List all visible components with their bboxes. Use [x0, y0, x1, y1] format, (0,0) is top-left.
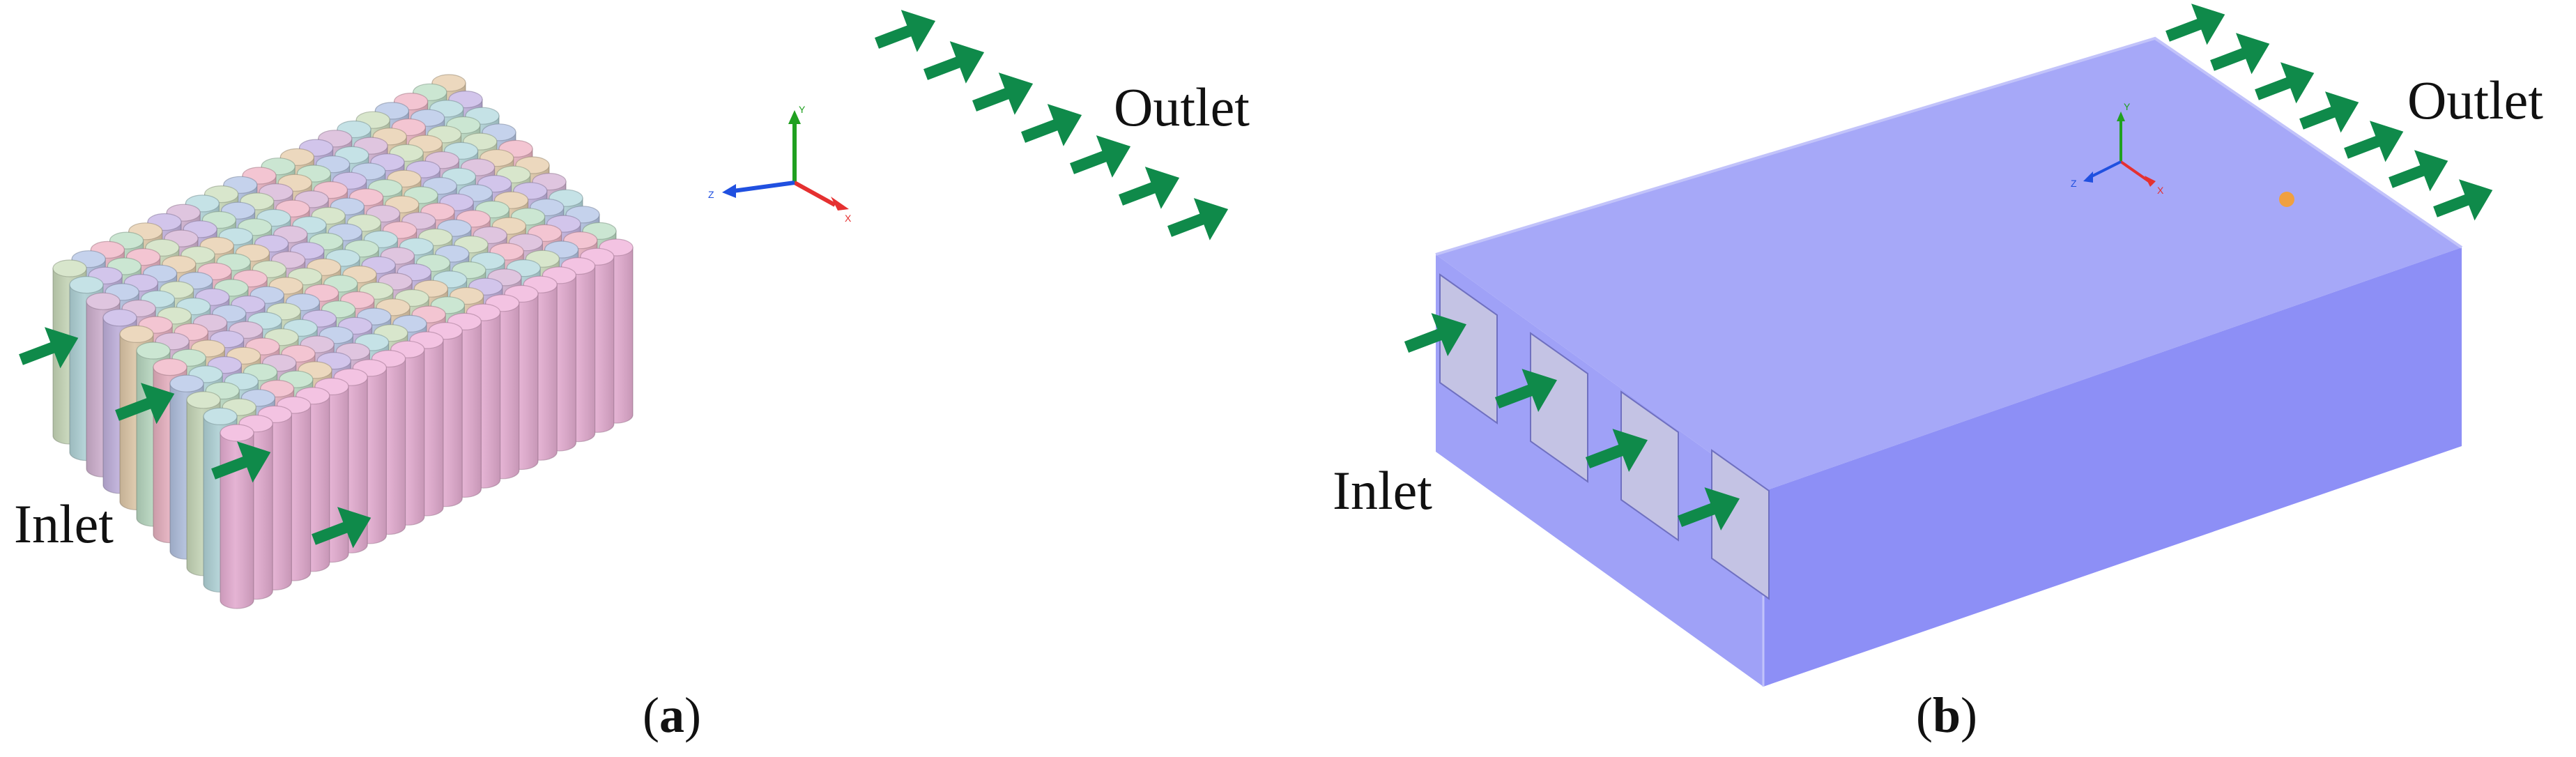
y-axis-label-b: Y: [2124, 101, 2131, 112]
battery-cell-cylinder: [220, 424, 254, 609]
outlet-flow-arrow: [1070, 135, 1131, 178]
outlet-flow-arrow: [875, 10, 936, 52]
outlet-flow-arrow: [2433, 179, 2493, 221]
z-axis-label-b: Z: [2071, 178, 2077, 189]
z-axis-line-b: [2090, 160, 2122, 178]
inlet-flow-arrow: [1677, 487, 1740, 530]
box-top-face: [1436, 38, 2462, 491]
outlet-flow-arrow: [2344, 121, 2404, 162]
panel-a-cylinder-battery-pack: Y X Z Inlet Outlet (a): [14, 10, 1250, 743]
x-axis-line-a: [793, 181, 836, 207]
inlet-label-b: Inlet: [1333, 460, 1432, 521]
inlet-flow-arrow: [1404, 313, 1466, 356]
inlet-flow-arrow: [1585, 429, 1648, 472]
x-axis-label-a: X: [845, 213, 852, 224]
flow-arrows-b: [1404, 3, 2493, 530]
inlet-flow-arrow: [115, 383, 175, 425]
inlet-flow-arrow: [312, 507, 371, 549]
z-axis-label-a: Z: [708, 189, 714, 200]
box-top-edge: [1435, 36, 2463, 256]
outlet-flow-arrow: [2210, 33, 2270, 75]
box-left-face: [1436, 254, 1763, 687]
outlet-flow-arrow: [1119, 167, 1180, 209]
outlet-label-b: Outlet: [2407, 70, 2543, 130]
coordinate-axes-b: Y X Z: [2071, 101, 2164, 196]
outlet-flow-arrow: [1167, 198, 1229, 240]
outlet-label-a: Outlet: [1114, 77, 1250, 137]
outlet-flow-arrow: [2389, 150, 2448, 192]
inlet-flow-arrow: [1494, 369, 1557, 412]
coordinate-axes-a: Y X Z: [708, 104, 852, 224]
z-axis-line-a: [733, 181, 795, 193]
outlet-flow-arrow: [2299, 91, 2359, 133]
inlet-flow-arrow: [19, 327, 79, 369]
outlet-flow-arrow: [972, 72, 1034, 115]
caption-a-close: ): [684, 687, 701, 743]
inlet-windows: [1439, 273, 1770, 600]
outlet-flow-arrow: [2165, 3, 2225, 45]
x-axis-arrow-b: [2145, 176, 2156, 187]
inlet-window: [1530, 332, 1588, 483]
caption-a-open: (: [643, 687, 659, 743]
outlet-flow-arrow: [2255, 62, 2315, 104]
caption-b-close: ): [1961, 687, 1977, 743]
y-axis-arrow-b: [2117, 112, 2125, 121]
inlet-window: [1439, 273, 1498, 425]
box-front-face: [1763, 247, 2462, 687]
inlet-flow-arrow: [211, 441, 271, 483]
x-axis-label-b: X: [2157, 185, 2164, 196]
cylinder-array: [52, 74, 634, 609]
y-axis-label-a: Y: [799, 104, 806, 115]
panel-b-fluid-domain-box: Y X Z Inlet Outlet (b): [1333, 3, 2543, 743]
x-axis-arrow-a: [831, 197, 849, 211]
y-axis-arrow-a: [788, 110, 801, 124]
inlet-label-a: Inlet: [14, 494, 114, 554]
inlet-window: [1711, 449, 1770, 600]
probe-marker: [2279, 192, 2294, 207]
caption-b-letter: b: [1933, 687, 1961, 743]
inlet-window: [1620, 390, 1679, 542]
outlet-flow-arrow: [1021, 104, 1082, 146]
z-axis-arrow-a: [722, 184, 736, 198]
caption-b: (b): [1916, 687, 1977, 743]
z-axis-arrow-b: [2083, 171, 2093, 183]
caption-a-letter: a: [659, 687, 684, 743]
x-axis-line-b: [2119, 160, 2150, 183]
caption-b-open: (: [1916, 687, 1933, 743]
caption-a: (a): [643, 687, 701, 743]
outlet-flow-arrow: [923, 41, 985, 84]
flow-arrows-a: [19, 10, 1229, 549]
